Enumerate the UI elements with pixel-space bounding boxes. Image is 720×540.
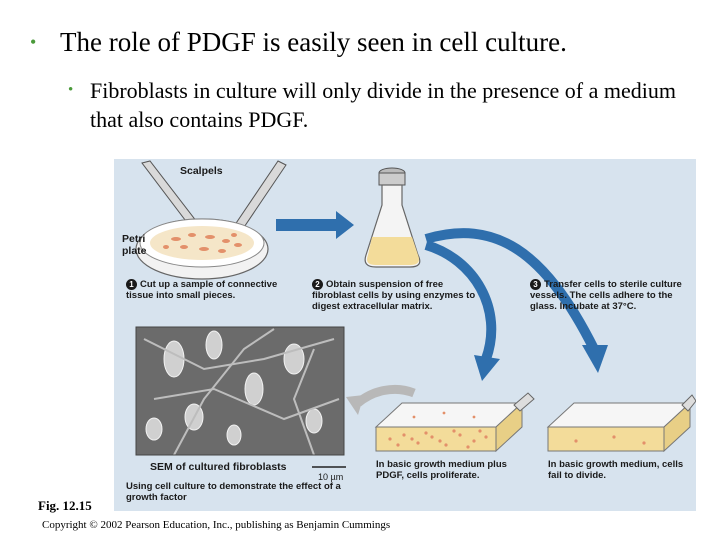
result-pdgf: In basic growth medium plus PDGF, cells … <box>376 459 507 481</box>
arrow-to-basic <box>582 345 608 373</box>
bullet-main-text: The role of PDGF is easily seen in cell … <box>60 27 567 57</box>
bullet-sub-text: Fibroblasts in culture will only divide … <box>90 78 676 132</box>
arrow-to-pdgf <box>474 355 500 381</box>
step-2-text: Obtain suspension of free fibroblast cel… <box>312 279 476 312</box>
sem-caption: SEM of cultured fibroblasts <box>150 461 287 473</box>
petri-plate-illustration <box>135 218 269 280</box>
step-3-text: Transfer cells to sterile culture vessel… <box>530 279 682 312</box>
result-basic: In basic growth medium, cells fail to di… <box>548 459 684 481</box>
bullet-dot: • <box>30 32 37 52</box>
step-1-text: Cut up a sample of connective tissue int… <box>126 279 278 301</box>
sem-image <box>135 326 345 456</box>
figure-title: Using cell culture to demonstrate the ef… <box>126 481 341 503</box>
figure-illustration <box>135 160 696 468</box>
scale-bar-label: 10 µm <box>318 472 344 482</box>
label-petri-plate: Petri plate <box>122 233 147 257</box>
grey-arrow <box>346 395 364 415</box>
step-3-number: 3 <box>530 279 541 290</box>
bullet-dot: • <box>68 82 74 98</box>
copyright-notice: Copyright © 2002 Pearson Education, Inc.… <box>42 519 391 531</box>
vessel-pdgf <box>374 392 535 453</box>
flask-illustration <box>364 167 421 268</box>
step-1-number: 1 <box>126 279 137 290</box>
step-2-number: 2 <box>312 279 323 290</box>
arrow-to-flask <box>276 211 354 239</box>
label-scalpels: Scalpels <box>180 165 223 177</box>
figure-number: Fig. 12.15 <box>38 498 92 513</box>
vessel-basic <box>546 394 696 453</box>
